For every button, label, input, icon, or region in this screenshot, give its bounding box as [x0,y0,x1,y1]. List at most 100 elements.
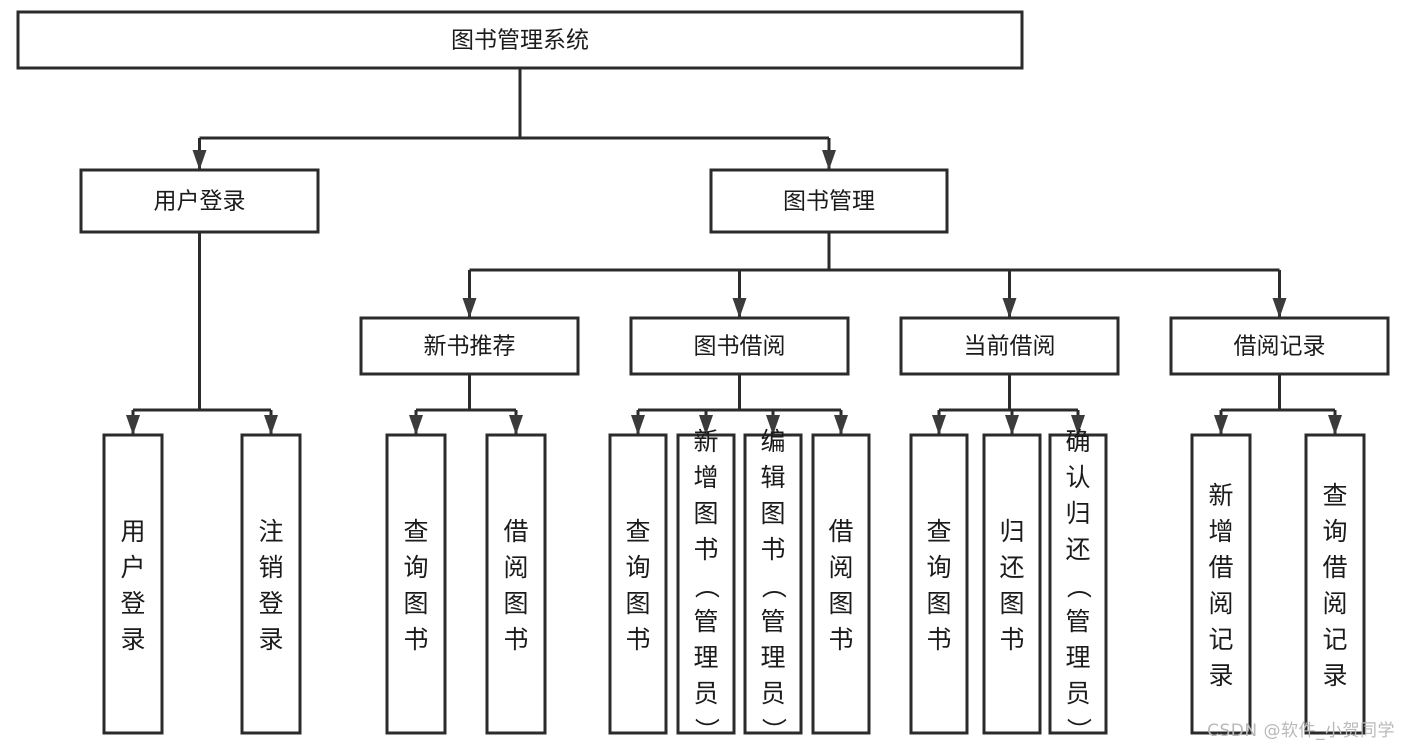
node-label-char: ） [1064,718,1093,743]
node-label-char: 查 [926,517,951,546]
node-label-char: 书 [503,625,528,654]
node-label-char: 图 [693,499,718,528]
connector-group-l3-current-borrow [932,374,1085,435]
node-label-char: 图 [926,589,951,618]
node-label-char: 阅 [503,553,528,582]
node-l3-new-book-rec[interactable]: 新书推荐 [359,316,580,376]
node-l3-book-borrow[interactable]: 图书借阅 [629,316,850,376]
node-label-char: 录 [120,625,145,654]
node-label-char: 管 [693,607,718,636]
connector-group-l2-book-mgmt [462,232,1287,318]
node-label-char: 查 [625,517,650,546]
node-label-char: 新 [693,427,718,456]
node-label-char: 录 [1322,661,1347,690]
node-label-char: 归 [999,517,1024,546]
node-label: 借阅记录 [1234,334,1326,360]
node-l2-book-mgmt[interactable]: 图书管理 [709,168,949,234]
node-label-char: 书 [403,625,428,654]
node-label-char: 用 [120,517,145,546]
node-label-char: 图 [503,589,528,618]
node-label-char: 询 [926,553,951,582]
node-label-char: 书 [625,625,650,654]
connector-group-l3-book-borrow [631,374,848,435]
node-label-char: 阅 [828,553,853,582]
node-label-char: 还 [999,553,1024,582]
node-label-char: 记 [1322,625,1347,654]
node-label-char: 还 [1065,535,1090,564]
node-label-char: 借 [1208,553,1233,582]
node-label-char: 借 [1322,553,1347,582]
node-label: 图书借阅 [694,334,786,360]
node-label-char: 图 [403,589,428,618]
node-label-char: 图 [625,589,650,618]
nodes-layer: 图书管理系统用户登录图书管理新书推荐图书借阅当前借阅借阅记录用户登录注销登录查询… [16,10,1390,743]
connector-group-l3-borrow-record [1214,374,1342,435]
node-label: 图书管理 [783,189,875,215]
node-label-char: 图 [999,589,1024,618]
node-label-char: 员 [760,679,785,708]
node-l3-current-borrow[interactable]: 当前借阅 [899,316,1120,376]
node-label-char: 书 [828,625,853,654]
node-label-char: 图 [828,589,853,618]
node-label-char: 借 [828,517,853,546]
node-label-char: 确 [1065,427,1090,456]
node-label: 当前借阅 [964,334,1056,360]
node-label-char: 理 [1065,643,1090,672]
node-label-char: 认 [1065,463,1090,492]
node-label-char: 询 [1322,517,1347,546]
node-label-char: 登 [120,589,145,618]
node-l3-borrow-record[interactable]: 借阅记录 [1169,316,1390,376]
node-label-char: 查 [1322,481,1347,510]
node-label-char: 书 [693,535,718,564]
node-label-char: 记 [1208,625,1233,654]
node-label-char: ） [692,718,721,743]
node-label-char: 录 [1208,661,1233,690]
node-label-char: （ [759,574,788,599]
node-label-char: ） [759,718,788,743]
node-label-char: 书 [926,625,951,654]
node-label-char: 辑 [760,463,785,492]
node-label-char: 询 [625,553,650,582]
node-label: 新书推荐 [424,334,516,360]
node-label-char: 员 [1065,679,1090,708]
connector-group-l2-user-login [126,232,278,435]
node-label-char: 理 [693,643,718,672]
node-leaf-user-login[interactable]: 用户登录 [102,433,164,735]
node-label-char: 借 [503,517,528,546]
node-label-char: 阅 [1322,589,1347,618]
connector-group-l3-new-book-rec [409,374,523,435]
node-label-char: 新 [1208,481,1233,510]
node-label: 图书管理系统 [451,28,589,54]
node-label-char: （ [1064,574,1093,599]
connector-group-root [192,68,836,170]
node-l2-user-login[interactable]: 用户登录 [79,168,320,234]
node-label-char: 查 [403,517,428,546]
node-label-char: 书 [999,625,1024,654]
node-label-char: 户 [120,553,145,582]
node-label-char: 员 [693,679,718,708]
connectors-layer [126,68,1342,435]
node-label-char: 登 [258,589,283,618]
node-root[interactable]: 图书管理系统 [16,10,1024,70]
node-label-char: 录 [258,625,283,654]
node-label-char: 理 [760,643,785,672]
node-label-char: （ [692,574,721,599]
node-label-char: 注 [258,517,283,546]
node-label-char: 询 [403,553,428,582]
node-label-char: 增 [693,463,718,492]
node-label-char: 归 [1065,499,1090,528]
